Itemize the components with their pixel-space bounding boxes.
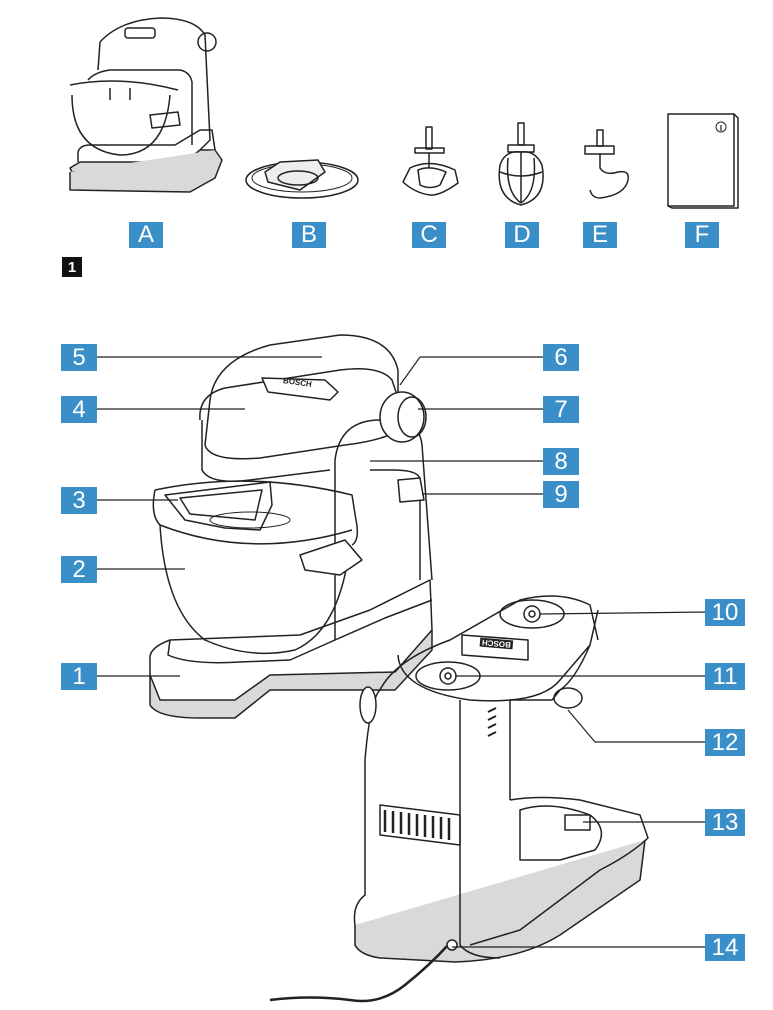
label-9: 9 bbox=[543, 481, 579, 508]
label-d: D bbox=[505, 222, 539, 248]
label-b: B bbox=[292, 222, 326, 248]
mixer-rear-view-drawing bbox=[269, 595, 649, 1003]
label-2: 2 bbox=[61, 556, 97, 583]
figure-number: 1 bbox=[62, 257, 82, 277]
label-7: 7 bbox=[543, 396, 579, 423]
label-12: 12 bbox=[705, 729, 745, 756]
label-10: 10 bbox=[705, 599, 745, 626]
label-1: 1 bbox=[61, 663, 97, 690]
label-8: 8 bbox=[543, 448, 579, 475]
accessory-b-lid-drawing bbox=[245, 159, 359, 199]
accessory-c-beater-drawing bbox=[402, 126, 459, 196]
leader-lines bbox=[97, 356, 709, 948]
mixer-front-view-drawing bbox=[149, 334, 433, 719]
label-13: 13 bbox=[705, 809, 745, 836]
label-5: 5 bbox=[61, 344, 97, 371]
label-3: 3 bbox=[61, 487, 97, 514]
accessory-f-manual-drawing bbox=[667, 113, 739, 209]
accessory-d-whisk-drawing bbox=[498, 122, 544, 206]
label-e: E bbox=[583, 222, 617, 248]
accessory-e-dough-hook-drawing bbox=[584, 129, 630, 199]
label-a: A bbox=[129, 222, 163, 248]
accessory-a-mixer-drawing bbox=[69, 17, 223, 193]
label-14: 14 bbox=[705, 934, 745, 961]
label-f: F bbox=[685, 222, 719, 248]
label-c: C bbox=[412, 222, 446, 248]
label-11: 11 bbox=[705, 663, 745, 690]
label-4: 4 bbox=[61, 396, 97, 423]
label-6: 6 bbox=[543, 344, 579, 371]
